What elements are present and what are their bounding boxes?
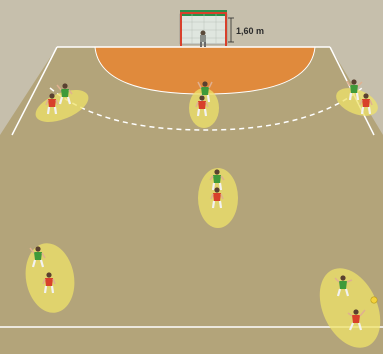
- player-red-icon: [347, 309, 366, 331]
- court-floor: [0, 47, 383, 354]
- player-green-icon: [56, 83, 73, 105]
- player-red-icon: [210, 187, 224, 209]
- player-green-icon: [197, 81, 213, 103]
- ball-icon: [370, 296, 378, 304]
- goalkeeper-icon: [200, 30, 206, 47]
- player-green-icon: [346, 79, 363, 101]
- player-green-icon: [334, 275, 353, 297]
- goal-height-marker: [228, 17, 234, 43]
- player-green-icon: [29, 246, 46, 268]
- player-red-icon: [42, 272, 56, 294]
- player-red-icon: [45, 93, 59, 115]
- player-red-icon: [359, 93, 373, 115]
- player-green-icon: [209, 169, 225, 191]
- player-red-icon: [195, 95, 209, 117]
- side-line-left: [11, 46, 58, 136]
- zone-right-corner: [319, 268, 381, 348]
- goal-height-label: 1,60 m: [236, 26, 264, 36]
- free-throw-line: [49, 87, 363, 131]
